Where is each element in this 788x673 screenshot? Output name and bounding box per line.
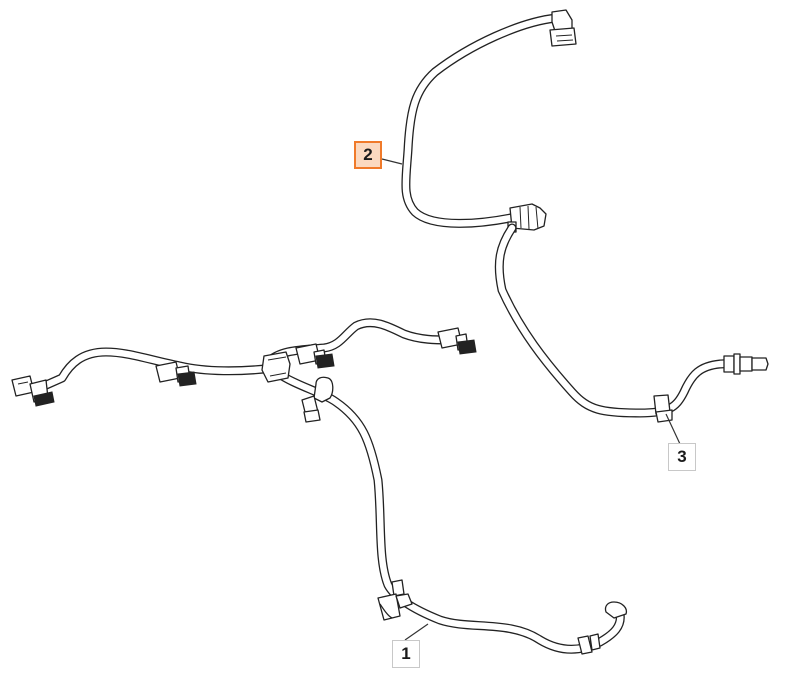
injector-connector-3 [295,343,335,369]
injector-connector-1 [11,375,55,407]
hose-clip-3 [653,394,673,423]
callout-3[interactable]: 3 [668,443,696,471]
injector-connector-4 [437,327,477,355]
leader-line-2 [381,158,403,165]
leader-line-1 [404,623,429,641]
mounting-bracket-upper [301,376,334,423]
hose-part-2[interactable] [401,9,577,233]
top-elbow-fitting [549,9,577,47]
hose-part-3[interactable] [494,223,769,423]
hose-band-1 [577,633,601,655]
mounting-bracket-lower [377,579,413,621]
tee-junction [261,351,291,383]
callout-2[interactable]: 2 [354,141,382,169]
leader-line-3 [665,413,681,445]
callout-1[interactable]: 1 [392,640,420,668]
hose-part-1[interactable] [11,318,628,655]
injector-connector-2 [155,361,197,387]
outlet-fitting [723,353,769,375]
